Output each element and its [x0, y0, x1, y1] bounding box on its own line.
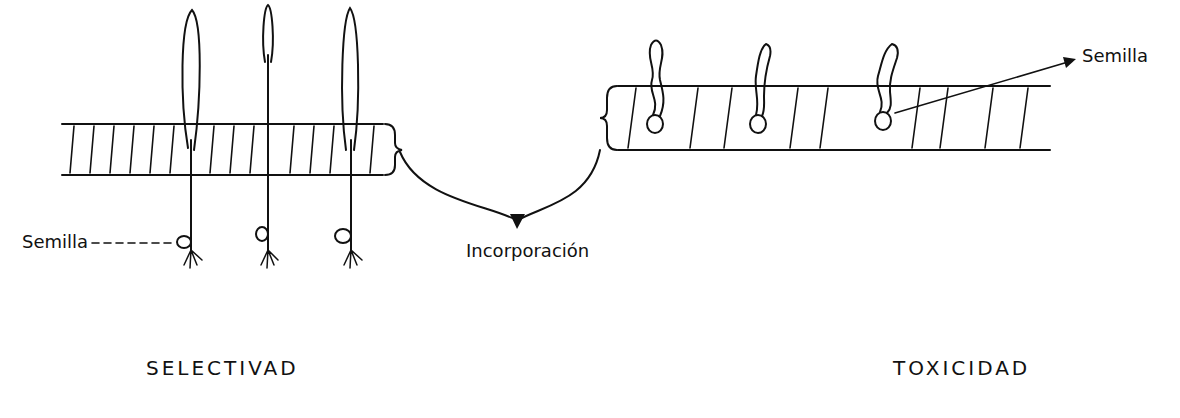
process-label: Incorporación	[466, 240, 589, 262]
damaged-seedling	[875, 44, 898, 130]
incorporation-arrow	[400, 150, 600, 229]
part-label: Semilla	[1082, 45, 1148, 67]
soil-band	[600, 86, 1050, 150]
panel-caption: SELECTIVAD	[146, 356, 299, 380]
seedling	[177, 10, 202, 268]
leader-line	[92, 242, 172, 244]
seedling	[335, 8, 362, 268]
damaged-seedling	[750, 44, 771, 133]
panel-caption: TOXICIDAD	[893, 356, 1030, 380]
leader-arrow	[895, 57, 1076, 113]
seedling	[256, 5, 278, 268]
damaged-seedling	[647, 41, 663, 134]
part-label: Semilla	[22, 231, 88, 253]
